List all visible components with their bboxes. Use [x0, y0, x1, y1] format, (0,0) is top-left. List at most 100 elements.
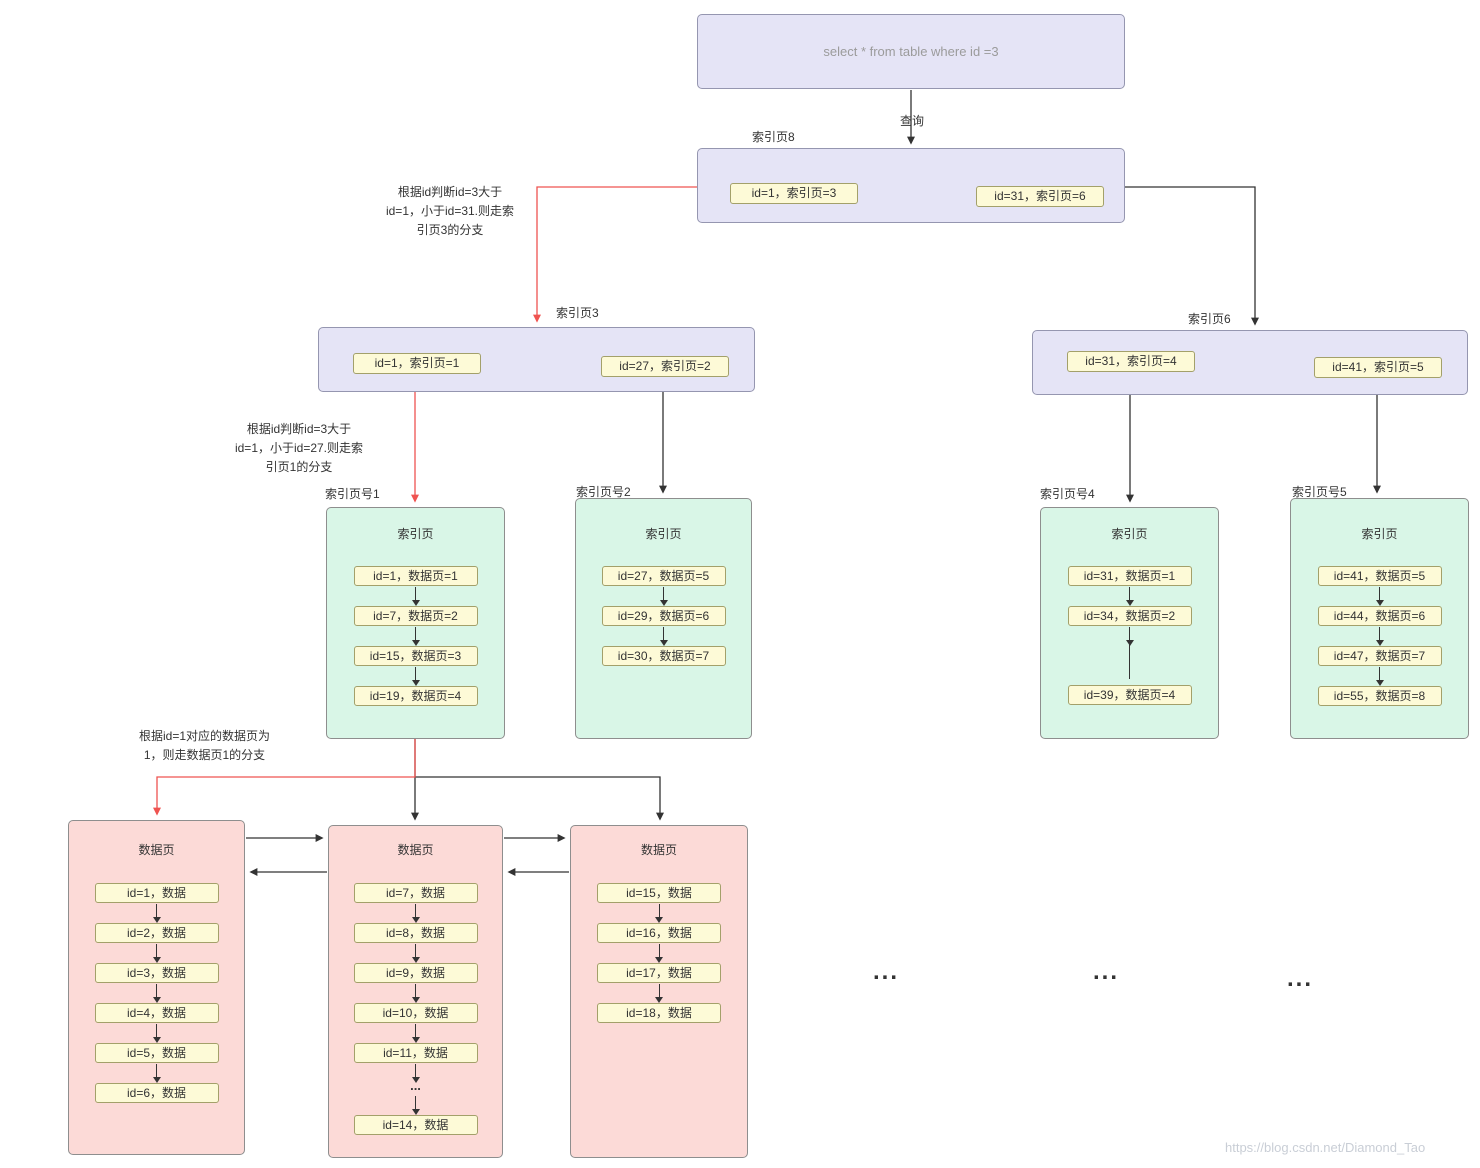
sql-query-text: select * from table where id =3: [823, 44, 999, 59]
leaf-index-title: 索引页: [1111, 527, 1148, 541]
down-arrow-icon: [1375, 587, 1384, 606]
down-arrow-icon: [152, 944, 161, 963]
data-entry: id=14，数据: [353, 1115, 478, 1135]
index-entry: id=31，数据页=1: [1067, 566, 1192, 586]
down-arrow-icon: [1375, 627, 1384, 646]
down-arrow-icon: [1125, 627, 1134, 679]
skipped-rows-ellipsis: ...: [410, 1078, 421, 1093]
index-entry: id=15，数据页=3: [353, 646, 478, 666]
index-entry: id=39，数据页=4: [1067, 685, 1192, 705]
data-entry: id=7，数据: [353, 883, 478, 903]
index-entry: id=34，数据页=2: [1067, 606, 1192, 626]
index-entry: id=7，数据页=2: [353, 606, 478, 626]
data-page-title: 数据页: [640, 843, 677, 857]
index-entry: id=1，索引页=1: [353, 353, 481, 374]
leaf-index-page-2: 索引页 id=27，数据页=5 id=29，数据页=6 id=30，数据页=7: [575, 498, 752, 739]
down-arrow-icon: [655, 984, 663, 1003]
arrow-root-to-index3-red: [533, 186, 699, 323]
leaf-index-page-1-label: 索引页号1: [325, 487, 380, 501]
leaf-index-title: 索引页: [1361, 527, 1398, 541]
down-arrow-icon: [411, 627, 420, 646]
index-entry: id=27，索引页=2: [601, 356, 729, 377]
index-page-6-label: 索引页6: [1188, 312, 1231, 326]
index-entry: id=29，数据页=6: [601, 606, 726, 626]
down-arrow-icon: [411, 944, 420, 963]
down-arrow-icon: [411, 1096, 420, 1115]
omitted-pages-ellipsis: ...: [1093, 958, 1120, 985]
arrow-leaf1-to-data1-red: [153, 739, 416, 816]
index-entry: id=44，数据页=6: [1317, 606, 1442, 626]
data-entry: id=4，数据: [94, 1003, 219, 1023]
arrow-root-to-index6: [1125, 186, 1259, 326]
index-page-3-label: 索引页3: [556, 306, 599, 320]
annotation-branch-data1: 根据id=1对应的数据页为 1，则走数据页1的分支: [138, 729, 271, 762]
watermark-url: https://blog.csdn.net/Diamond_Tao: [1225, 1140, 1426, 1155]
data-entry: id=11，数据: [353, 1043, 478, 1063]
data-page-1: 数据页 id=1，数据 id=2，数据 id=3，数据 id=4，数据 id=5…: [68, 820, 245, 1155]
down-arrow-icon: [411, 984, 420, 1003]
omitted-pages-ellipsis: ...: [1287, 965, 1314, 992]
index-entry: id=47，数据页=7: [1317, 646, 1442, 666]
down-arrow-icon: [659, 587, 668, 606]
data-entry: id=9，数据: [353, 963, 478, 983]
down-arrow-icon: [655, 904, 663, 923]
data-entry: id=18，数据: [597, 1003, 721, 1023]
data-entry: id=1，数据: [94, 883, 219, 903]
index-entry: id=41，数据页=5: [1317, 566, 1442, 586]
down-arrow-icon: [659, 627, 668, 646]
query-arrow-label: 查询: [900, 114, 925, 128]
index-entry: id=19，数据页=4: [353, 686, 478, 706]
data-entry: id=17，数据: [597, 963, 721, 983]
data-entry: id=16，数据: [597, 923, 721, 943]
index-entry: id=31，索引页=6: [976, 186, 1104, 207]
index-page-8-label: 索引页8: [752, 130, 795, 144]
sql-query-box: select * from table where id =3: [697, 14, 1125, 89]
index-entry: id=27，数据页=5: [601, 566, 726, 586]
down-arrow-icon: [1125, 587, 1134, 606]
arrow-leaf1-to-data3: [415, 776, 664, 821]
data-page-title: 数据页: [138, 843, 175, 857]
down-arrow-icon: [411, 904, 420, 923]
leaf-index-page-4: 索引页 id=31，数据页=1 id=34，数据页=2 id=39，数据页=4: [1040, 507, 1219, 739]
down-arrow-icon: [411, 587, 420, 606]
data-entry: id=6，数据: [94, 1083, 219, 1103]
down-arrow-icon: [152, 904, 161, 923]
index-entry: id=30，数据页=7: [601, 646, 726, 666]
down-arrow-icon: [411, 1024, 420, 1043]
down-arrow-icon: [152, 984, 161, 1003]
annotation-branch-index1: 根据id判断id=3大于 id=1，小于id=27.则走索 引页1的分支: [234, 422, 364, 474]
down-arrow-icon: [411, 1064, 420, 1083]
index-page-6: id=31，索引页=4 id=41，索引页=5: [1032, 330, 1468, 395]
annotation-branch-index3: 根据id判断id=3大于 id=1，小于id=31.则走索 引页3的分支: [385, 185, 515, 237]
leaf-index-title: 索引页: [645, 527, 682, 541]
leaf-index-page-1: 索引页 id=1，数据页=1 id=7，数据页=2 id=15，数据页=3 id…: [326, 507, 505, 739]
down-arrow-icon: [152, 1024, 161, 1043]
down-arrow-icon: [152, 1064, 161, 1083]
index-entry: id=1，数据页=1: [353, 566, 478, 586]
index-entry: id=1，索引页=3: [730, 183, 858, 204]
leaf-index-title: 索引页: [397, 527, 434, 541]
index-entry: id=55，数据页=8: [1317, 686, 1442, 706]
data-page-2: 数据页 id=7，数据 id=8，数据 id=9，数据 id=10，数据 id=…: [328, 825, 503, 1158]
data-entry: id=3，数据: [94, 963, 219, 983]
index-page-8: id=1，索引页=3 id=31，索引页=6: [697, 148, 1125, 223]
leaf-index-page-2-label: 索引页号2: [576, 485, 631, 499]
data-entry: id=10，数据: [353, 1003, 478, 1023]
data-entry: id=8，数据: [353, 923, 478, 943]
down-arrow-icon: [1375, 667, 1384, 686]
index-page-3: id=1，索引页=1 id=27，索引页=2: [318, 327, 755, 392]
data-entry: id=2，数据: [94, 923, 219, 943]
data-entry: id=5，数据: [94, 1043, 219, 1063]
index-entry: id=41，索引页=5: [1314, 357, 1442, 378]
omitted-pages-ellipsis: ...: [873, 958, 900, 985]
index-entry: id=31，索引页=4: [1067, 351, 1195, 372]
data-page-3: 数据页 id=15，数据 id=16，数据 id=17，数据 id=18，数据: [570, 825, 748, 1158]
leaf-index-page-5: 索引页 id=41，数据页=5 id=44，数据页=6 id=47，数据页=7 …: [1290, 498, 1469, 739]
down-arrow-icon: [655, 944, 663, 963]
down-arrow-icon: [411, 667, 420, 686]
leaf-index-page-4-label: 索引页号4: [1040, 487, 1095, 501]
data-entry: id=15，数据: [597, 883, 721, 903]
data-page-title: 数据页: [397, 843, 434, 857]
